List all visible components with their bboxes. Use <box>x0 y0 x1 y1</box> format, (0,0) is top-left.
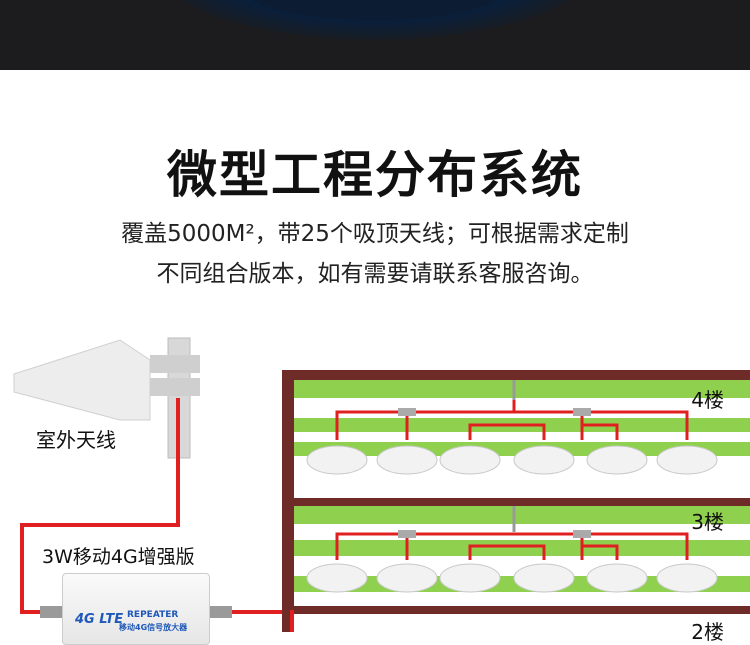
ceiling-antenna-icon <box>656 563 718 593</box>
ceiling-antenna-icon <box>513 445 575 475</box>
feeder-cable <box>20 398 180 614</box>
amplifier-box: 4G LTE REPEATER 移动4G信号放大器 <box>62 573 210 645</box>
floor-label-4: 4楼 <box>691 388 724 412</box>
ceiling-antenna-icon <box>376 563 438 593</box>
subtitle-line-1: 覆盖5000M²，带25个吸顶天线；可根据需求定制 <box>121 221 629 247</box>
repeater-text: REPEATER <box>127 610 179 620</box>
page-title: 微型工程分布系统 <box>167 146 583 204</box>
top-banner <box>0 0 750 70</box>
floor-stripe <box>294 506 750 524</box>
amp-chinese-text: 移动4G信号放大器 <box>119 623 188 632</box>
ceiling-antenna-icon <box>656 445 718 475</box>
banner-arc <box>245 0 505 20</box>
floor-label-3: 3楼 <box>691 510 724 534</box>
ceiling-antenna-icon <box>376 445 438 475</box>
connector <box>40 606 62 618</box>
subtitle-line-2: 不同组合版本，如有需要请联系客服咨询。 <box>156 261 594 287</box>
floor-stripe <box>294 380 750 398</box>
connector <box>210 606 232 618</box>
floor-4 <box>294 380 750 498</box>
system-diagram <box>13 337 290 618</box>
ceiling-antenna-icon <box>306 445 368 475</box>
ceiling-antenna-icon <box>306 563 368 593</box>
building-section: 4楼 3楼 2楼 <box>282 370 750 644</box>
floor-2 <box>294 614 750 632</box>
outdoor-antenna-label: 室外天线 <box>36 428 116 452</box>
ceiling-antenna-icon <box>586 563 648 593</box>
ceiling-antenna-icon <box>513 563 575 593</box>
indoor-cabling <box>290 380 718 632</box>
mast-bracket <box>150 355 200 373</box>
amplifier-label: 3W移动4G增强版 <box>42 546 195 568</box>
ceiling-antenna-icon <box>586 445 648 475</box>
ceiling-antenna-icon <box>439 445 501 475</box>
mast-bracket <box>150 378 200 396</box>
ceiling-antenna-icon <box>439 563 501 593</box>
lte-logo: 4G LTE <box>75 612 124 627</box>
outdoor-antenna-icon <box>13 339 151 421</box>
